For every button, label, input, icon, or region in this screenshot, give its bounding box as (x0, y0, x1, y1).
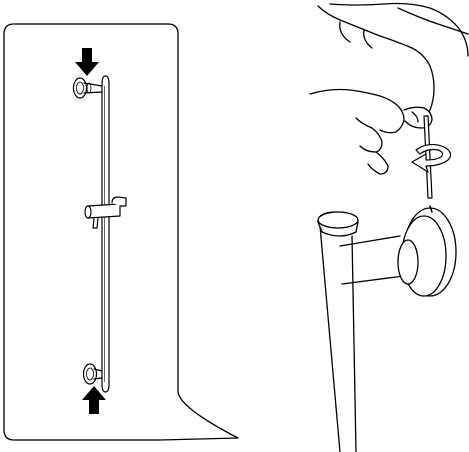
rotate-arrow-icon (412, 144, 451, 172)
callout-panel (4, 24, 238, 440)
callout-outline (4, 24, 238, 440)
bracket-detail (318, 206, 456, 452)
shower-rail (102, 76, 109, 392)
